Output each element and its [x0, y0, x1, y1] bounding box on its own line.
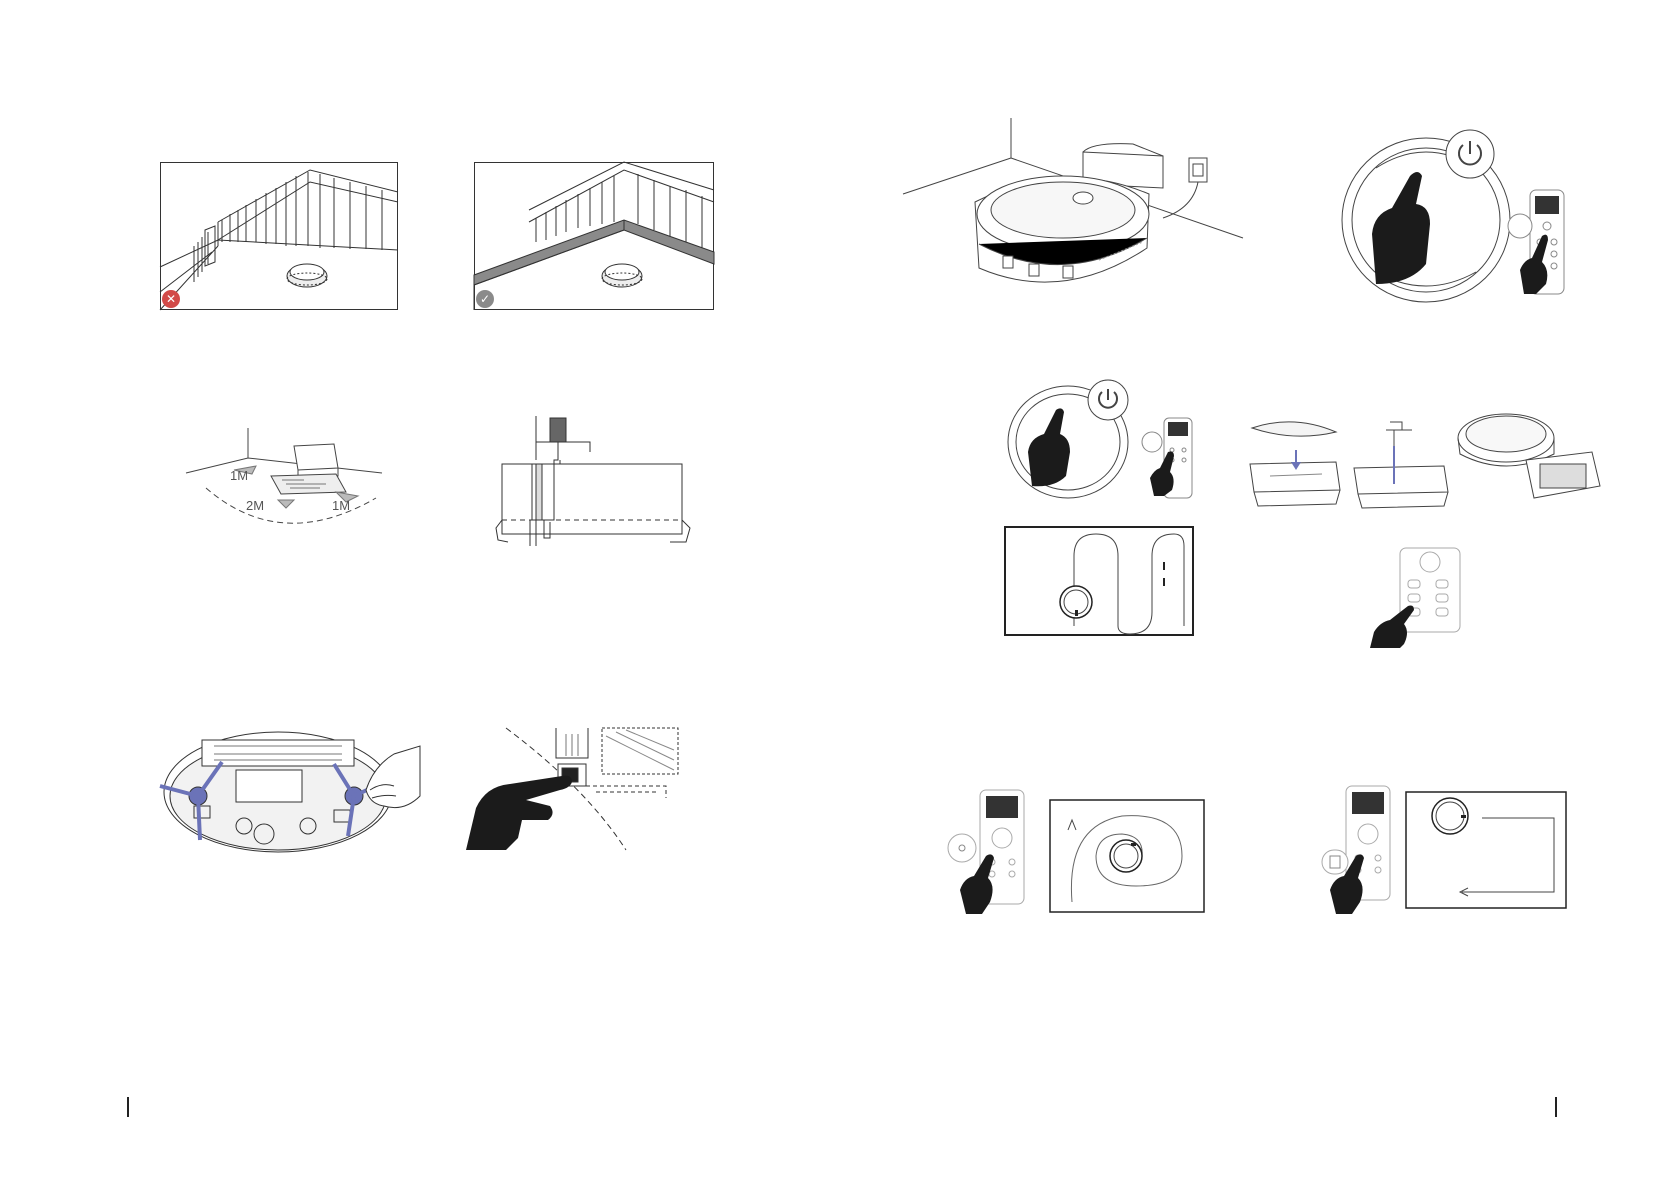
fig-stairs-no-barrier: ✕ [160, 162, 398, 310]
fig-remote-press [1370, 548, 1462, 648]
fig-stairs-with-barrier: ✓ [474, 162, 714, 310]
remote-control-icon [1400, 548, 1460, 632]
power-icon [1508, 214, 1532, 238]
label-1m-left: 1M [230, 468, 248, 483]
fig-power-on [1336, 124, 1562, 294]
robot-vacuum-icon [975, 176, 1149, 282]
robot-vacuum-icon [1060, 586, 1092, 618]
fig-base-clearance: 1M 2M 1M [186, 428, 382, 528]
fig-robot-docked [903, 118, 1243, 308]
right-badge: ✓ [476, 290, 494, 308]
robot-vacuum-icon [1110, 840, 1142, 872]
power-icon-callout [1088, 380, 1128, 420]
fig-water-tank [1244, 406, 1608, 546]
hand-icon [1150, 452, 1174, 497]
wrong-badge: ✕ [162, 290, 180, 308]
robot-vacuum-icon [287, 264, 327, 287]
fig-power-switch [466, 728, 678, 850]
fig-spiral-clean [946, 786, 1206, 916]
robot-vacuum-icon [1458, 414, 1600, 498]
hand-icon [960, 854, 994, 914]
left-page-marker [127, 1097, 129, 1117]
label-1m-right: 1M [332, 498, 350, 513]
fig-side-brush [158, 716, 418, 858]
label-2m-front: 2M [246, 498, 264, 513]
fig-base-cable [502, 416, 690, 550]
fig-edge-clean [1322, 786, 1568, 916]
robot-vacuum-icon [602, 264, 642, 287]
hand-icon [366, 746, 420, 808]
fig-zigzag-path [1004, 526, 1194, 636]
power-icon [1142, 432, 1162, 452]
right-page-marker [1555, 1097, 1557, 1117]
fig-power-on-small [1004, 380, 1194, 496]
robot-vacuum-icon [1432, 798, 1468, 834]
power-icon-callout [1446, 130, 1494, 178]
hand-icon [466, 776, 572, 850]
